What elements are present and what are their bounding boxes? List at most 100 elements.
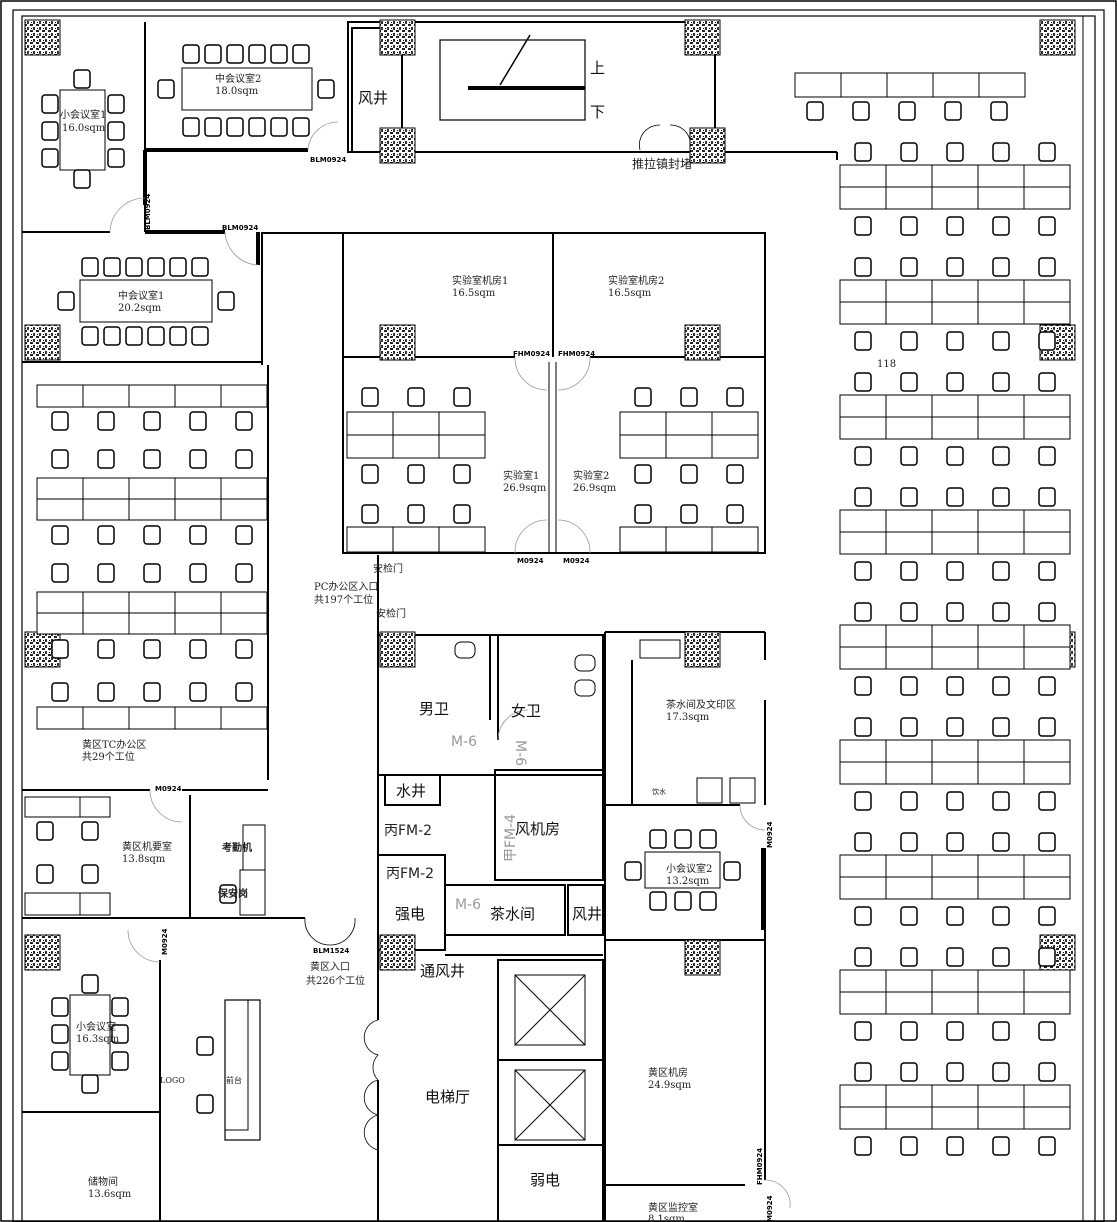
chair <box>900 947 918 967</box>
chair <box>103 326 121 346</box>
chair-seat <box>900 1021 918 1041</box>
desk <box>82 612 130 635</box>
chair <box>73 69 91 89</box>
chair <box>946 446 964 466</box>
chair-seat <box>1038 257 1056 277</box>
chair-seat <box>992 791 1010 811</box>
desk <box>36 384 84 408</box>
room-area: 16.5sqm <box>452 288 496 299</box>
desk <box>1023 301 1071 325</box>
chair-seat <box>143 639 161 659</box>
chair-seat <box>125 257 143 277</box>
desk <box>1023 991 1071 1015</box>
desk <box>128 477 176 500</box>
desk <box>220 384 268 408</box>
chair-seat <box>189 639 207 659</box>
door-codes: BLM0924 BLM0924 BLM0924 FHM0924 FHM0924 … <box>144 156 774 1222</box>
chair <box>407 464 425 484</box>
door-code: M0924 <box>563 557 590 565</box>
chair-seat <box>204 117 222 137</box>
chair-seat <box>680 504 698 524</box>
chair <box>946 216 964 236</box>
chair <box>1038 791 1056 811</box>
chair <box>157 79 175 99</box>
chair-seat <box>1038 446 1056 466</box>
chair <box>143 563 161 583</box>
desk <box>1023 1084 1071 1108</box>
chair <box>946 906 964 926</box>
door-code: M0924 <box>766 1195 774 1222</box>
chair <box>407 504 425 524</box>
chair <box>992 561 1010 581</box>
chair <box>992 1062 1010 1082</box>
room-area: 16.5sqm <box>608 288 652 299</box>
desk <box>181 67 313 111</box>
chair-seat <box>292 117 310 137</box>
desk <box>128 498 176 521</box>
chair <box>854 1136 872 1156</box>
desk <box>977 394 1025 418</box>
chair <box>1038 561 1056 581</box>
chair-seat <box>97 411 115 431</box>
chair-seat <box>854 676 872 696</box>
chair-seat <box>946 832 964 852</box>
chair <box>992 676 1010 696</box>
chair <box>361 387 379 407</box>
chair <box>196 1094 214 1114</box>
desk <box>1023 531 1071 555</box>
room-name: 黄区TC办公区 <box>82 738 146 751</box>
chair-seat <box>235 449 253 469</box>
chair <box>1038 832 1056 852</box>
door-code: M0924 <box>161 928 169 955</box>
chair-seat <box>81 326 99 346</box>
desk <box>977 646 1025 670</box>
chair <box>97 449 115 469</box>
chair <box>680 504 698 524</box>
chair <box>107 148 125 168</box>
desk <box>931 509 979 533</box>
chair-seat <box>900 947 918 967</box>
desk <box>931 416 979 440</box>
chair <box>699 829 717 849</box>
chair <box>107 121 125 141</box>
chair-seat <box>854 717 872 737</box>
desk <box>978 72 1026 98</box>
chair <box>189 525 207 545</box>
chair <box>51 639 69 659</box>
chair-seat <box>1038 372 1056 392</box>
chair-seat <box>900 142 918 162</box>
structural-column <box>684 631 721 668</box>
chair-seat <box>900 1062 918 1082</box>
chair <box>946 791 964 811</box>
chair-seat <box>898 101 916 121</box>
chair-seat <box>196 1036 214 1056</box>
chair <box>992 717 1010 737</box>
chair-seat <box>854 487 872 507</box>
structural-column <box>684 939 721 976</box>
chair-seat <box>81 1074 99 1094</box>
chair-seat <box>1038 487 1056 507</box>
chair <box>946 1062 964 1082</box>
chair-seat <box>992 372 1010 392</box>
door-code: FHM0924 <box>756 1148 764 1185</box>
chair <box>235 449 253 469</box>
desk <box>839 1084 887 1108</box>
chair <box>900 676 918 696</box>
desk <box>79 796 111 818</box>
chair-seat <box>51 1024 69 1044</box>
room-area: 26.9sqm <box>573 483 617 494</box>
desk <box>885 509 933 533</box>
chair-seat <box>248 44 266 64</box>
desk <box>174 477 222 500</box>
chair <box>1038 676 1056 696</box>
room-name: 实验室机房2 <box>608 274 664 287</box>
chair <box>235 563 253 583</box>
room-area: 16.0sqm <box>62 123 106 134</box>
chair <box>147 326 165 346</box>
chair <box>854 331 872 351</box>
desk <box>1023 279 1071 303</box>
chair-seat <box>204 44 222 64</box>
chair-seat <box>111 1024 129 1044</box>
desk <box>839 624 887 648</box>
chair <box>992 257 1010 277</box>
